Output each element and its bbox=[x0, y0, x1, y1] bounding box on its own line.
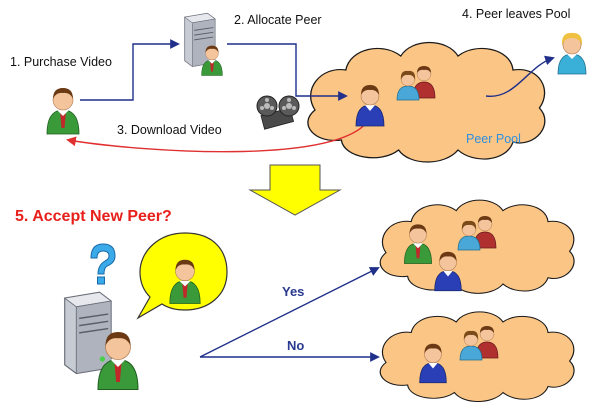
question-mark-icon bbox=[90, 243, 116, 285]
allocate-peer-label: 2. Allocate Peer bbox=[234, 13, 322, 27]
download-arrow bbox=[66, 111, 373, 153]
yes-arrow bbox=[199, 267, 380, 358]
peer-pool-label: Peer Pool bbox=[466, 132, 521, 146]
download-video-label: 3. Download Video bbox=[117, 123, 222, 137]
server-icon bbox=[63, 291, 112, 375]
customer-icon bbox=[46, 87, 80, 135]
peer-leaves-pool-label: 4. Peer leaves Pool bbox=[462, 7, 570, 21]
yes-label: Yes bbox=[282, 284, 304, 299]
purchase-arrow bbox=[80, 39, 180, 101]
accept-new-peer-label: 5. Accept New Peer? bbox=[15, 208, 172, 225]
leaving-peer-icon bbox=[557, 32, 587, 75]
allocate-arrow bbox=[227, 43, 348, 101]
no-label: No bbox=[287, 338, 304, 353]
film-reel-icon bbox=[256, 95, 300, 130]
transition-arrow bbox=[248, 164, 342, 216]
purchase-video-label: 1. Purchase Video bbox=[10, 55, 112, 69]
peer-leaves-arrow bbox=[485, 55, 555, 97]
